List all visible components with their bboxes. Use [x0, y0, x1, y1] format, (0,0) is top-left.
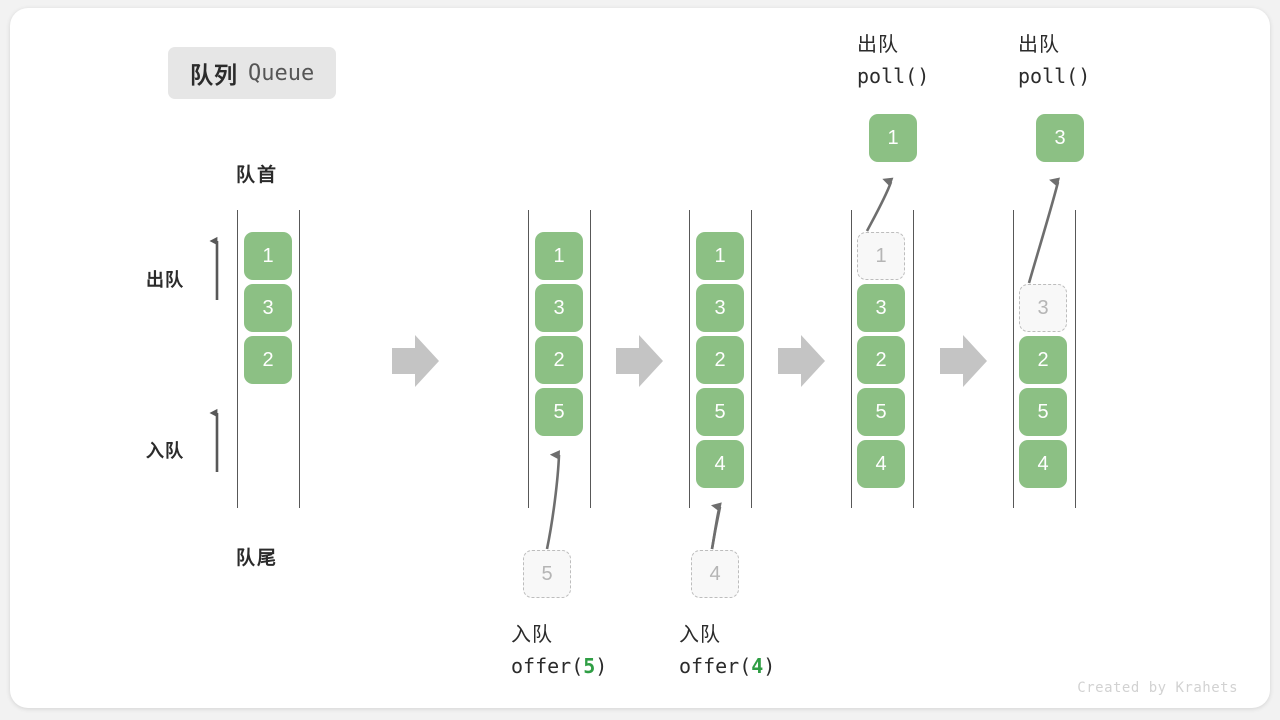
code-prefix: poll( — [857, 64, 918, 88]
ghost-cell: 5 — [523, 550, 571, 598]
enqueue-side-label: 入队 — [146, 441, 184, 461]
op-caption-code: poll() — [857, 61, 929, 92]
code-prefix: offer( — [679, 654, 752, 678]
queue-cell: 3 — [696, 284, 744, 332]
op-caption-code: poll() — [1018, 61, 1090, 92]
code-suffix: ) — [1078, 64, 1091, 88]
ghost-cell: 4 — [691, 550, 739, 598]
watermark: Created by Krahets — [1077, 680, 1238, 696]
title-en: Queue — [248, 60, 315, 86]
diagram-card — [10, 8, 1270, 708]
queue-cell: 1 — [696, 232, 744, 280]
op-caption-cn: 入队 — [511, 624, 553, 646]
popped-cell: 1 — [869, 114, 917, 162]
queue-cell: 2 — [244, 336, 292, 384]
queue-cell-new: 4 — [696, 440, 744, 488]
op-caption-poll-3: 出队 poll() — [1018, 30, 1090, 92]
queue-cell: 2 — [535, 336, 583, 384]
code-arg: 5 — [583, 654, 596, 678]
queue-cell: 3 — [857, 284, 905, 332]
queue-cell-new: 5 — [535, 388, 583, 436]
queue-cell: 4 — [1019, 440, 1067, 488]
op-caption-code: offer(5) — [511, 651, 607, 682]
op-caption-offer-5: 入队 offer(5) — [511, 620, 607, 682]
rail-right — [299, 210, 300, 508]
queue-cell: 5 — [857, 388, 905, 436]
queue-head-label: 队首 — [236, 165, 279, 186]
title-badge: 队列 Queue — [168, 47, 337, 99]
rail-right — [1075, 210, 1076, 508]
rail-left — [237, 210, 238, 508]
queue-cell: 4 — [857, 440, 905, 488]
queue-cell: 2 — [1019, 336, 1067, 384]
queue-cell: 1 — [535, 232, 583, 280]
dequeue-side-label: 出队 — [146, 270, 184, 290]
op-caption-cn: 入队 — [679, 624, 721, 646]
rail-right — [913, 210, 914, 508]
rail-left — [851, 210, 852, 508]
queue-cell: 3 — [535, 284, 583, 332]
op-caption-code: offer(4) — [679, 651, 775, 682]
title-cn: 队列 — [190, 62, 238, 88]
queue-cell: 2 — [696, 336, 744, 384]
code-suffix: ) — [763, 654, 776, 678]
queue-tail-label: 队尾 — [236, 548, 279, 569]
rail-right — [751, 210, 752, 508]
op-caption-poll-1: 出队 poll() — [857, 30, 929, 92]
code-arg: 4 — [751, 654, 764, 678]
code-prefix: offer( — [511, 654, 584, 678]
rail-left — [689, 210, 690, 508]
op-caption-cn: 出队 — [1018, 34, 1060, 56]
queue-cell: 5 — [1019, 388, 1067, 436]
queue-cell: 5 — [696, 388, 744, 436]
queue-cell: 1 — [244, 232, 292, 280]
code-prefix: poll( — [1018, 64, 1079, 88]
queue-cell: 3 — [244, 284, 292, 332]
op-caption-cn: 出队 — [857, 34, 899, 56]
code-suffix: ) — [595, 654, 608, 678]
popped-cell: 3 — [1036, 114, 1084, 162]
code-suffix: ) — [917, 64, 930, 88]
rail-left — [1013, 210, 1014, 508]
queue-cell: 2 — [857, 336, 905, 384]
op-caption-offer-4: 入队 offer(4) — [679, 620, 775, 682]
ghost-cell: 3 — [1019, 284, 1067, 332]
rail-right — [590, 210, 591, 508]
rail-left — [528, 210, 529, 508]
ghost-cell: 1 — [857, 232, 905, 280]
